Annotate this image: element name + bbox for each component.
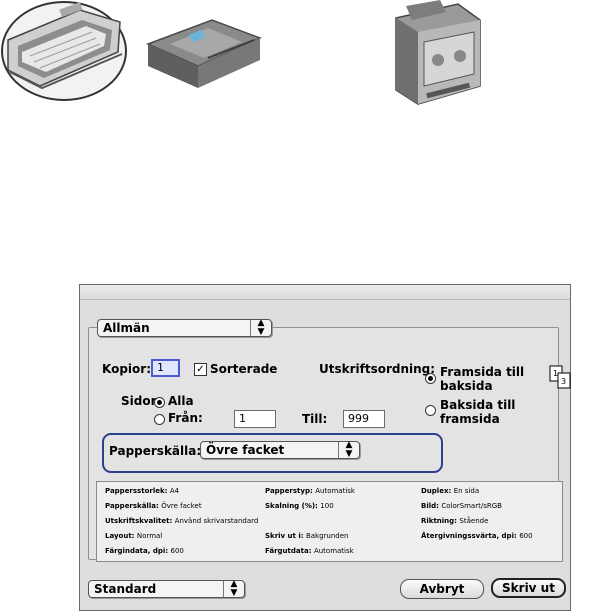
summary-item: Skriv ut i: Bakgrunden	[265, 532, 349, 540]
summary-item: Pappersstorlek: A4	[105, 487, 180, 495]
order-front-to-back-line1: Framsida till	[440, 365, 525, 379]
svg-text:1: 1	[553, 369, 558, 378]
pages-label: Sidor:	[121, 394, 162, 408]
paper-source-highlight	[102, 433, 443, 473]
print-order-label: Utskriftsordning:	[319, 362, 436, 376]
collated-checkbox[interactable]: ✓	[194, 363, 207, 376]
summary-item: Skalning (%): 100	[265, 502, 334, 510]
copies-label: Kopior:	[102, 362, 151, 376]
pages-from-label: Från:	[168, 411, 203, 425]
paper-source-value: Övre facket	[206, 443, 285, 457]
collated-label: Sorterade	[210, 362, 278, 376]
cancel-button[interactable]: Avbryt	[400, 579, 484, 599]
pages-all-radio[interactable]	[154, 397, 165, 408]
summary-item: Utskriftskvalitet: Använd skrivarstandar…	[105, 517, 259, 525]
paper-tray-accessory-photo	[146, 19, 262, 88]
order-front-to-back-radio[interactable]	[425, 373, 436, 384]
pages-from-field[interactable]: 1	[234, 410, 276, 428]
paper-source-popup[interactable]: Övre facket ▲▼	[200, 441, 360, 459]
summary-item: Riktning: Stående	[421, 517, 489, 525]
order-back-to-front-line2: framsida	[440, 412, 500, 426]
up-down-arrows-icon: ▲▼	[250, 319, 271, 337]
preset-popup[interactable]: Allmän ▲▼	[97, 319, 272, 337]
paper-source-label: Papperskälla:	[109, 444, 202, 458]
settings-summary: Pappersstorlek: A4 Papperstyp: Automatis…	[96, 481, 563, 562]
svg-text:3: 3	[561, 377, 566, 386]
up-down-arrows-icon: ▲▼	[338, 441, 359, 459]
summary-item: Papperskälla: Övre facket	[105, 502, 202, 510]
pages-to-field[interactable]: 999	[343, 410, 385, 428]
summary-item: Layout: Normal	[105, 532, 163, 540]
order-back-to-front-line1: Baksida till	[440, 398, 516, 412]
pages-from-radio[interactable]	[154, 414, 165, 425]
up-down-arrows-icon: ▲▼	[223, 580, 244, 598]
pages-all-label: Alla	[168, 394, 194, 408]
settings-preset-popup[interactable]: Standard ▲▼	[88, 580, 245, 598]
preset-popup-value: Allmän	[103, 321, 150, 335]
settings-preset-value: Standard	[94, 582, 157, 596]
summary-item: Bild: ColorSmart/sRGB	[421, 502, 502, 510]
summary-item: Färgutdata: Automatisk	[265, 547, 354, 555]
summary-item: Papperstyp: Automatisk	[265, 487, 355, 495]
copies-field[interactable]: 1	[151, 359, 180, 377]
pages-to-label: Till:	[302, 412, 328, 426]
duplex-unit-photo	[395, 0, 481, 105]
order-back-to-front-radio[interactable]	[425, 405, 436, 416]
summary-item: Duplex: En sida	[421, 487, 480, 495]
order-front-to-back-line2: baksida	[440, 379, 493, 393]
paper-tray-photo	[1, 1, 127, 101]
pages-order-icon: 1 3	[549, 365, 571, 389]
summary-item: Återgivningssvärta, dpi: 600	[421, 532, 533, 540]
print-button[interactable]: Skriv ut	[491, 578, 566, 598]
summary-item: Färgindata, dpi: 600	[105, 547, 184, 555]
